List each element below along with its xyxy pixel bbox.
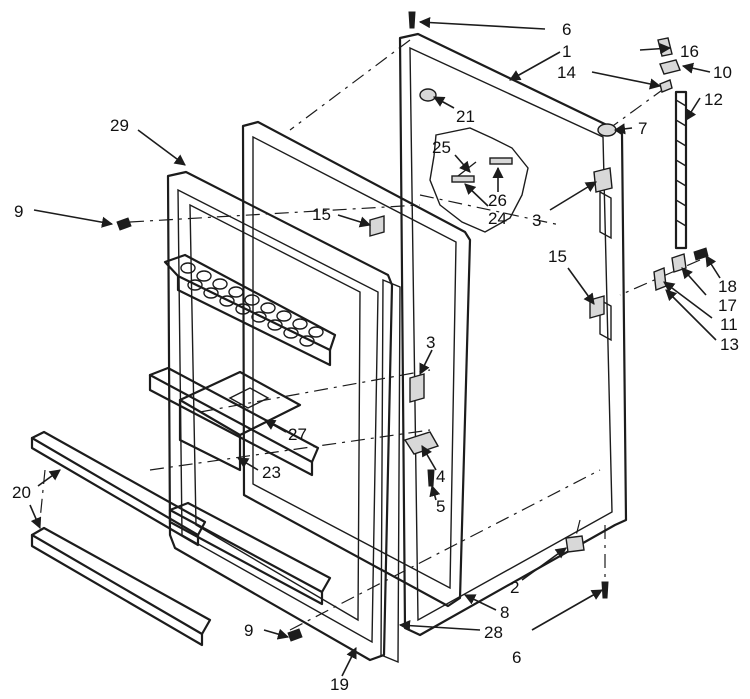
- callout-6-bottom: 6: [512, 648, 521, 667]
- hinge-plate-part-4: [403, 431, 440, 455]
- cap-part-10: [659, 59, 681, 75]
- hinge-part-3-lower: [409, 373, 425, 403]
- callout-23: 23: [262, 463, 281, 482]
- door-closer-rod: [674, 90, 688, 250]
- callout-20: 20: [12, 483, 31, 502]
- callout-25: 25: [432, 138, 451, 157]
- washer-part-14: [659, 79, 673, 93]
- cap-part-2: [565, 535, 585, 553]
- hinge-hardware-side: [116, 167, 709, 642]
- bracket-part-26: [489, 157, 513, 165]
- callout-13: 13: [720, 335, 739, 354]
- callout-leaders: [29, 16, 721, 677]
- bracket-part-15-left: [369, 215, 385, 237]
- callout-9-bottom: 9: [244, 621, 253, 640]
- callout-2: 2: [510, 578, 519, 597]
- callout-numbers: 6 1 16 10 14 12 7 21 25 26 24 3 15 15 29…: [12, 20, 739, 694]
- callout-16: 16: [680, 42, 699, 61]
- bracket-part-15-right: [589, 295, 605, 319]
- callout-3-upper: 3: [532, 211, 541, 230]
- callout-6-top: 6: [562, 20, 571, 39]
- callout-26: 26: [488, 191, 507, 210]
- egg-wells: [180, 262, 324, 347]
- hinge-part-3-upper: [593, 167, 613, 193]
- callout-28: 28: [484, 623, 503, 642]
- plug-part-21: [419, 88, 437, 102]
- dairy-compartment: [178, 370, 302, 472]
- screw-part-9-top: [116, 217, 132, 231]
- hinge-hardware-top: [408, 11, 681, 137]
- lower-shelf: [168, 501, 332, 606]
- bolt-part-16: [657, 37, 673, 57]
- callout-15-right: 15: [548, 247, 567, 266]
- callout-29: 29: [110, 116, 129, 135]
- callout-4: 4: [436, 467, 445, 486]
- screw-part-6-top: [408, 11, 416, 29]
- insulation-cutaway: [429, 127, 529, 233]
- bushing-part-7: [597, 123, 617, 137]
- callout-1: 1: [562, 42, 571, 61]
- door-gasket: [241, 120, 472, 608]
- callout-3-lower: 3: [426, 333, 435, 352]
- callout-27: 27: [288, 425, 307, 444]
- screw-part-9-bottom: [287, 628, 303, 642]
- callout-7: 7: [638, 119, 647, 138]
- liner-frame-strip: [380, 278, 401, 664]
- screw-part-5: [427, 469, 435, 487]
- egg-shelf: [163, 253, 337, 367]
- callout-18: 18: [718, 277, 737, 296]
- callout-14: 14: [557, 63, 576, 82]
- door-shelf-bar-upper: [30, 430, 207, 547]
- callout-11: 11: [720, 315, 738, 334]
- callout-17: 17: [718, 296, 737, 315]
- callout-21: 21: [456, 107, 475, 126]
- clip-part-11: [653, 267, 667, 291]
- callout-9-top: 9: [14, 202, 23, 221]
- callout-24: 24: [488, 209, 507, 228]
- callout-5: 5: [436, 497, 445, 516]
- callout-12: 12: [704, 90, 723, 109]
- callout-10: 10: [713, 63, 732, 82]
- door-shelf-bar-lower: [30, 526, 212, 647]
- bracket-part-24: [451, 175, 475, 183]
- callout-8: 8: [500, 603, 509, 622]
- callout-19: 19: [330, 675, 349, 694]
- screw-part-18: [693, 247, 709, 261]
- callout-15-left: 15: [312, 205, 331, 224]
- screw-part-6-bottom: [601, 581, 609, 599]
- middle-shelf: [148, 366, 320, 477]
